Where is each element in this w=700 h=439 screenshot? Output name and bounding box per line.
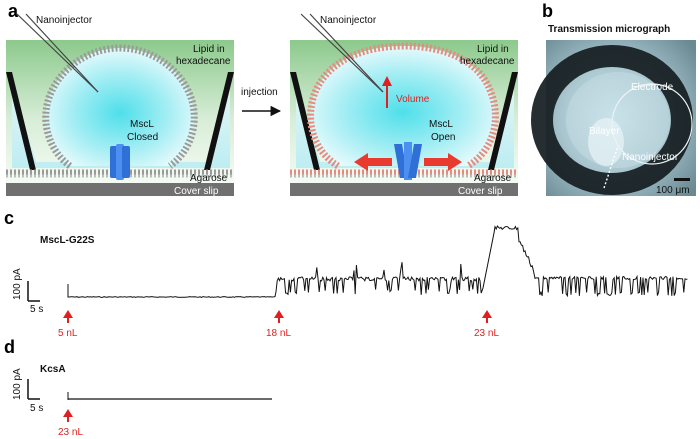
droplet-rim (531, 45, 693, 195)
cover-slip (6, 183, 234, 196)
electrode-label: Electrode (631, 82, 674, 93)
cover-slip-label-right: Cover slip (458, 186, 503, 197)
injection-label-1: 5 nL (58, 328, 78, 339)
panel-a-letter: a (8, 1, 19, 21)
injection-label-3: 23 nL (474, 328, 499, 339)
mscl-label-right-1: MscL (429, 119, 453, 130)
cover-slip-right (290, 183, 518, 196)
scale-y-c: 100 pA (12, 268, 23, 300)
scale-x-c: 5 s (30, 304, 43, 315)
trace-label-mscl: MscL-G22S (40, 235, 95, 246)
injection-marker-23nl (482, 310, 492, 323)
mscl-state-closed: Closed (127, 132, 158, 143)
mscl-state-open: Open (431, 132, 455, 143)
nanoinjector-tip (603, 145, 619, 189)
nanoinjector-needle (16, 13, 99, 93)
mscl-label-left-1: MscL (130, 119, 154, 130)
trace-label-kcsa: KcsA (40, 364, 66, 375)
agarose-label-right: Agarose (474, 173, 512, 184)
agarose-label-left: Agarose (190, 173, 228, 184)
injection-label-kcsa: 23 nL (58, 427, 83, 438)
scale-y-d: 100 pA (12, 368, 23, 400)
bilayer-label: Bilayer (589, 126, 620, 137)
chamber-wall-left (6, 72, 36, 170)
lipid-monolayer-closed (42, 44, 198, 169)
lipid-label-right-1: Lipid in (477, 44, 509, 55)
scale-x-d: 5 s (30, 403, 43, 414)
scale-bar-d (27, 379, 40, 400)
scale-bar (674, 178, 690, 181)
volume-label: Volume (396, 94, 430, 105)
panel-c-letter: c (4, 208, 14, 228)
transmission-micrograph: Electrode Bilayer Nanoinjector (531, 40, 696, 196)
mscl-channel-closed (110, 144, 130, 180)
tension-arrow-left (354, 153, 392, 171)
injection-marker-5nl (63, 310, 73, 323)
nanoinjector-label-left: Nanoinjector (36, 15, 93, 26)
panel-b-letter: b (542, 1, 553, 21)
scale-bar-label: 100 μm (656, 185, 690, 196)
chamber-open: Nanoinjector Lipid in hexadecane Volume … (290, 13, 518, 197)
injection-label: injection (241, 87, 278, 98)
panel-d-letter: d (4, 337, 15, 357)
chamber-closed: Nanoinjector Lipid in hexadecane MscL Cl… (6, 13, 234, 197)
injection-marker-kcsa (63, 409, 73, 422)
injection-marker-18nl (274, 310, 284, 323)
tension-arrow-right (424, 153, 462, 171)
lipid-label-left-2: hexadecane (176, 56, 231, 67)
current-trace-mscl (67, 225, 688, 298)
lipid-label-right-2: hexadecane (460, 56, 515, 67)
nanoinjector-label-right: Nanoinjector (320, 15, 377, 26)
lipid-monolayer-stretched (307, 42, 499, 169)
aqueous-droplet-expanded (310, 46, 496, 166)
mscl-channel-open (394, 142, 422, 180)
lipid-label-left-1: Lipid in (193, 44, 225, 55)
injection-label-2: 18 nL (266, 328, 291, 339)
cover-slip-label-left: Cover slip (174, 186, 219, 197)
micrograph-title: Transmission micrograph (548, 24, 670, 35)
nanoinjector-label-micrograph: Nanoinjector (622, 152, 679, 163)
chamber-wall-right (204, 72, 234, 170)
agarose-region (12, 82, 230, 168)
scale-bar-c (27, 281, 40, 302)
